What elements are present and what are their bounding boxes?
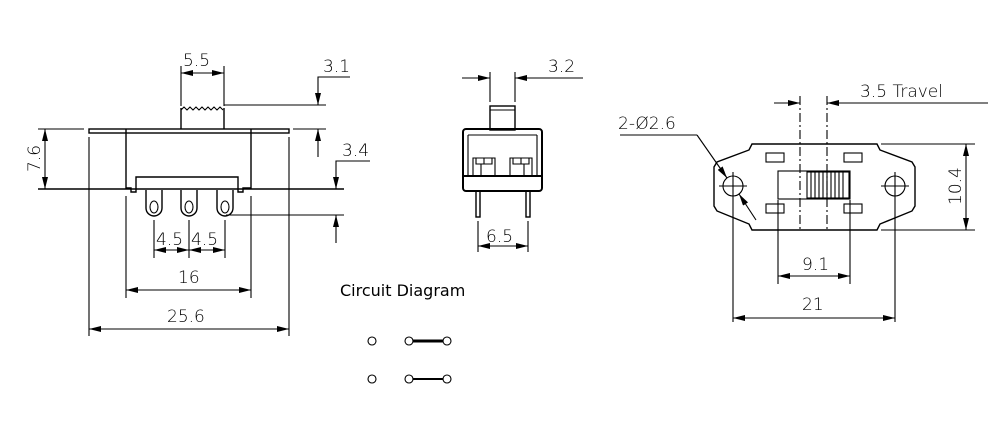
- open-contact: [367, 336, 377, 346]
- dim-knob-width: 5.5: [180, 51, 225, 106]
- actuator-knob-ribbed: [806, 171, 850, 199]
- slot: [843, 203, 863, 214]
- dim-body-length: 16: [126, 268, 251, 293]
- actuator-knob: [180, 106, 225, 129]
- dim-body-height: 7.6: [25, 128, 84, 189]
- switch-housing: [462, 128, 543, 192]
- top-view: 3.5 Travel 2-Ø2.6 10.4 9.1 21: [618, 82, 988, 322]
- contact: [442, 374, 452, 384]
- dim-inner-spacing: 9.1: [778, 255, 850, 279]
- dim-label: 16: [178, 268, 200, 288]
- dim-label: 7.6: [25, 145, 45, 172]
- circuit-diagram: Circuit Diagram: [340, 281, 465, 384]
- slot: [765, 203, 785, 214]
- dim-travel: 3.5 Travel: [774, 82, 988, 106]
- actuator-window: [777, 170, 851, 200]
- terminal-pin-left: [475, 190, 481, 218]
- dim-label: 21: [802, 295, 824, 315]
- open-contact: [367, 374, 377, 384]
- mounting-hole-right: [881, 172, 909, 322]
- dim-label: 6.5: [486, 227, 513, 247]
- dim-mounting-holes: 2-Ø2.6: [618, 114, 757, 221]
- dim-label: 4.5: [156, 230, 183, 250]
- dim-label: 4.5: [191, 230, 218, 250]
- contact: [404, 374, 414, 384]
- dim-label: 5.5: [183, 51, 210, 71]
- contact: [404, 336, 414, 346]
- dim-label: 9.1: [802, 255, 829, 275]
- switch-body: [125, 129, 252, 193]
- front-view: 3.2 6.5: [462, 57, 583, 252]
- dim-overall-length: 25.6: [89, 307, 289, 332]
- dim-width: 10.4: [881, 143, 975, 231]
- dim-knob-height: 3.1: [224, 57, 350, 157]
- dim-label: 3.5 Travel: [860, 82, 943, 102]
- terminal-pin-right: [525, 190, 531, 218]
- dim-label: 10.4: [946, 167, 966, 205]
- dim-terminal-length: 3.4: [226, 141, 370, 243]
- terminals: [145, 190, 234, 217]
- dim-overall-length-top: 21: [733, 295, 895, 321]
- mounting-plate-outline: [713, 143, 916, 231]
- dim-label: 3.2: [548, 57, 575, 77]
- dim-label: 3.1: [323, 57, 350, 77]
- contact: [442, 336, 452, 346]
- dim-label: 25.6: [167, 307, 205, 327]
- dim-label: 3.4: [342, 141, 369, 161]
- contact-left: [472, 157, 496, 176]
- dim-pitch: 4.5 4.5: [154, 230, 225, 253]
- dim-label: 2-Ø2.6: [618, 114, 676, 134]
- slot: [765, 152, 785, 163]
- slot: [843, 152, 863, 163]
- dim-terminal-spacing: 6.5: [477, 221, 529, 252]
- contact-right: [509, 157, 533, 176]
- dim-knob-thickness: 3.2: [462, 57, 583, 102]
- mounting-plate: [88, 128, 290, 134]
- circuit-title: Circuit Diagram: [340, 281, 465, 300]
- mounting-hole-left: [719, 172, 747, 322]
- side-view: 5.5 3.1 7.6 3.4: [25, 51, 370, 336]
